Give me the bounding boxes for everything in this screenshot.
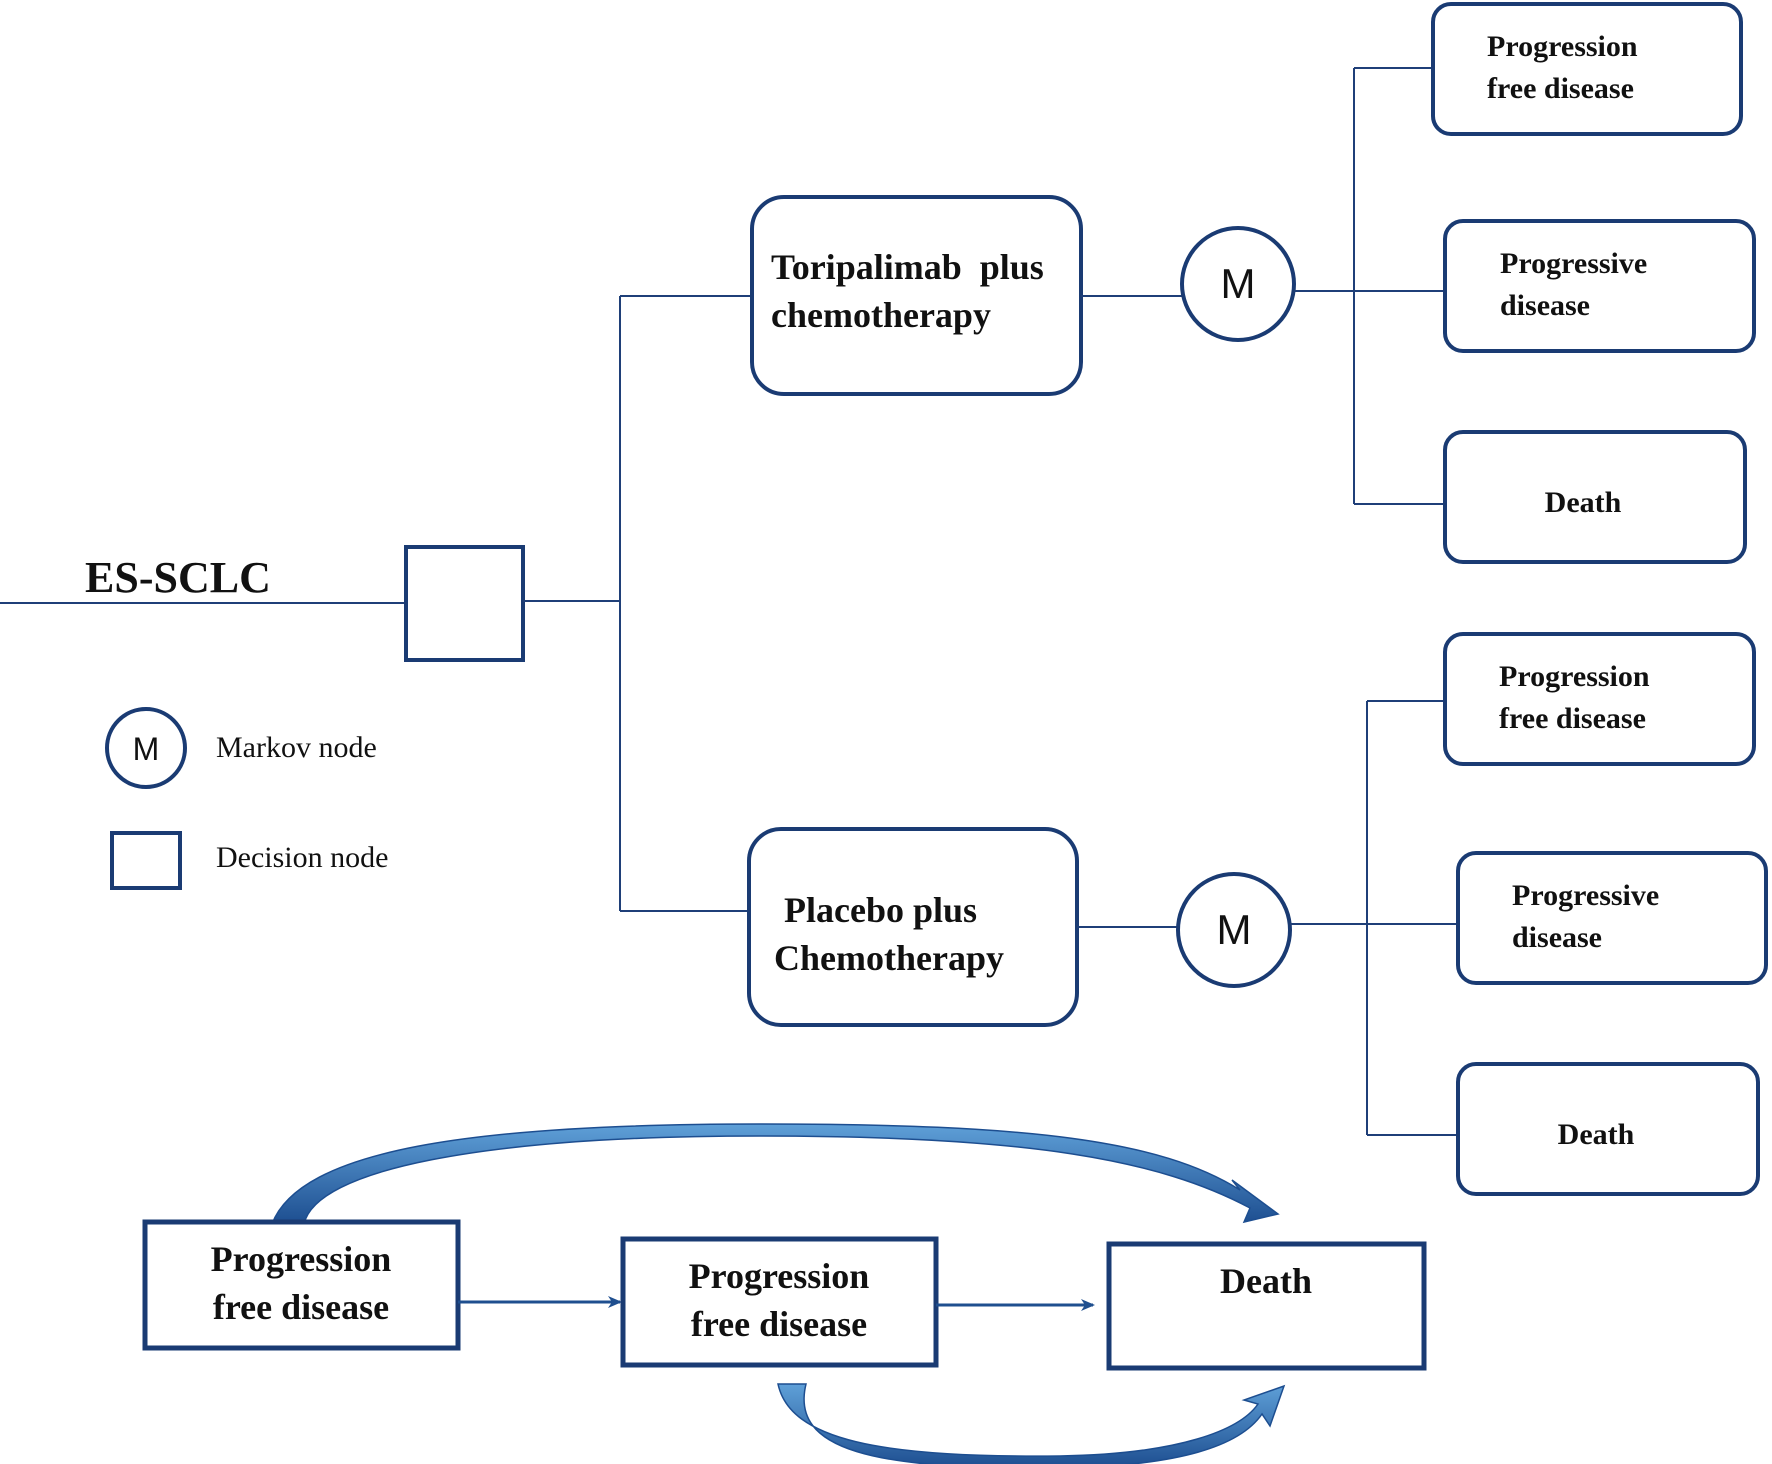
transition-state1-line1: Progression	[211, 1239, 392, 1279]
arm1-strategy-box: Toripalimab plus chemotherapy	[750, 195, 1083, 396]
transition-arrow-pd-to-death-bottom	[777, 1383, 1286, 1464]
root-label: ES-SCLC	[85, 553, 271, 602]
transition-state2-line2: free disease	[691, 1304, 867, 1344]
legend-markov-symbol: M	[133, 731, 160, 767]
legend: M Markov node Decision node	[105, 707, 388, 890]
arm2-state2-line2: disease	[1512, 921, 1602, 954]
transition-state-death: Death	[1106, 1241, 1427, 1371]
legend-decision-icon	[110, 831, 182, 890]
arm1-markov-node: M	[1180, 226, 1296, 342]
transition-state-pfd-left: Progression free disease	[142, 1219, 461, 1351]
transition-state2-line1: Progression	[689, 1256, 870, 1296]
arm1-markov-symbol: M	[1221, 260, 1256, 307]
arm2-line2: Chemotherapy	[774, 938, 1004, 978]
arm2-state-progression-free: Progression free disease	[1443, 632, 1756, 766]
transition-state-pfd-middle: Progression free disease	[620, 1236, 939, 1368]
arm1-state-death: Death	[1443, 430, 1747, 564]
arm1-state-progressive: Progressive disease	[1443, 219, 1756, 353]
arm2-state1-line2: free disease	[1499, 702, 1646, 735]
arm2-line1: Placebo plus	[784, 890, 977, 930]
arm2-markov-symbol: M	[1217, 906, 1252, 953]
arm1-state2-line1: Progressive	[1500, 247, 1647, 280]
arm2-markov-node: M	[1176, 872, 1292, 988]
arm1-state3-line1: Death	[1545, 486, 1622, 519]
transition-state3-line1: Death	[1220, 1261, 1312, 1301]
legend-markov-icon: M	[105, 707, 187, 789]
arm2-state2-line1: Progressive	[1512, 879, 1659, 912]
arm2-state-progressive: Progressive disease	[1456, 851, 1768, 985]
arm2-strategy-box: Placebo plus Chemotherapy	[747, 827, 1079, 1027]
decision-node	[404, 545, 525, 662]
arm1-state1-line1: Progression	[1487, 30, 1638, 63]
legend-decision-label: Decision node	[216, 841, 388, 874]
transition-arrow-pfd-to-death-top	[270, 1123, 1280, 1225]
legend-markov-label: Markov node	[216, 731, 377, 764]
arm2-state1-line1: Progression	[1499, 660, 1650, 693]
arm2-state3-line1: Death	[1558, 1118, 1635, 1151]
arm1-state1-line2: free disease	[1487, 72, 1634, 105]
arm1-state-progression-free: Progression free disease	[1431, 2, 1743, 136]
arm1-line1: Toripalimab plus	[771, 247, 1044, 287]
arm2-state-death: Death	[1456, 1062, 1760, 1196]
arm1-line2: chemotherapy	[771, 295, 991, 335]
transition-state1-line2: free disease	[213, 1287, 389, 1327]
arm1-state2-line2: disease	[1500, 289, 1590, 322]
